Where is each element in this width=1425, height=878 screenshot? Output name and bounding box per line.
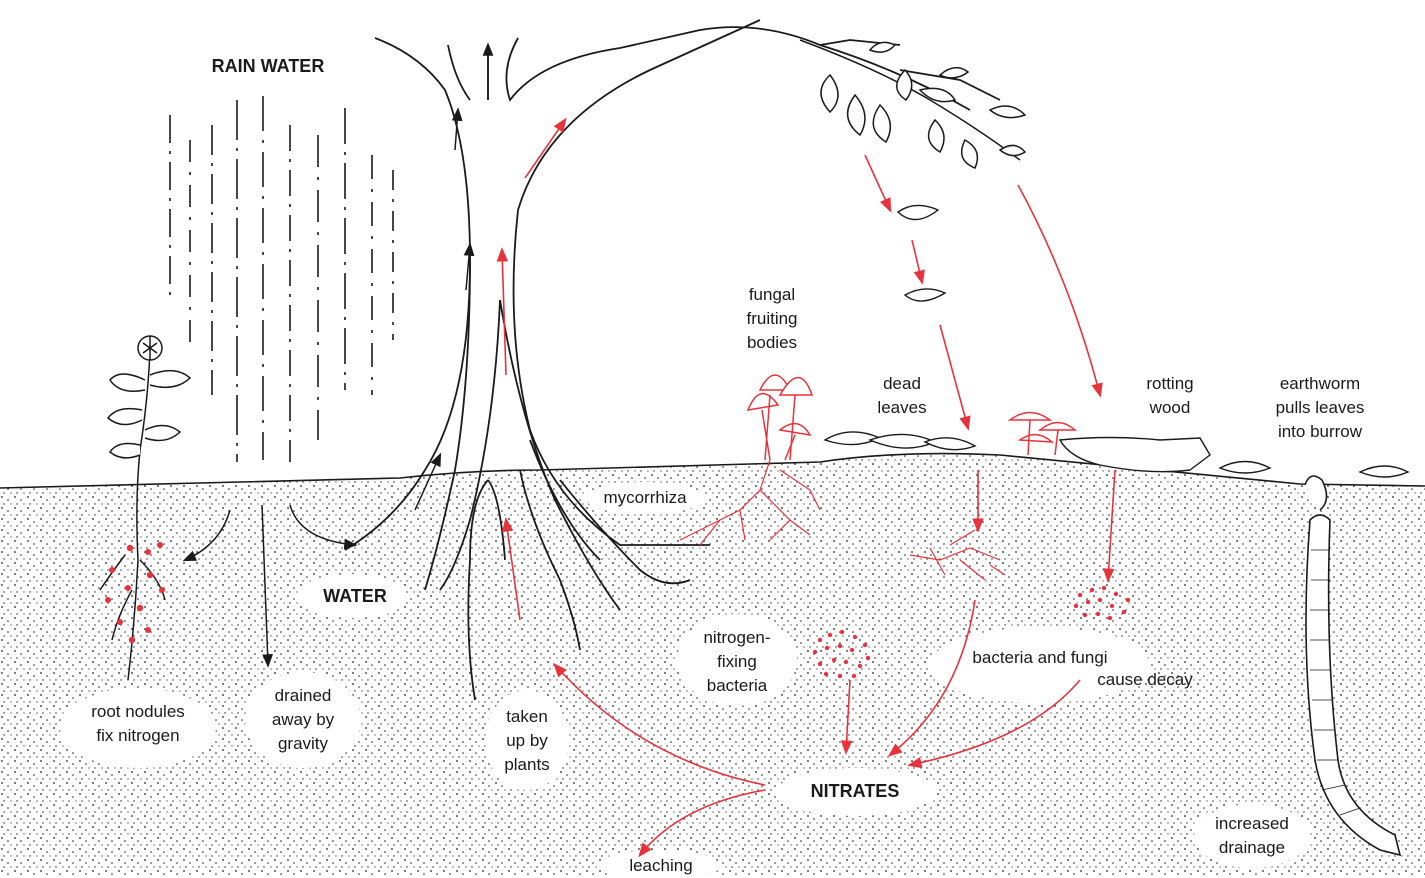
- label-water: WATER: [300, 584, 410, 608]
- label-cause-decay: cause decay: [1075, 668, 1215, 692]
- falling-leaves: [898, 205, 945, 301]
- label-nitrates: NITRATES: [785, 779, 925, 803]
- label-rain-water: RAIN WATER: [188, 54, 348, 78]
- label-nitrogen-fixing-bacteria: nitrogen- fixing bacteria: [687, 626, 787, 698]
- label-increased-drainage: increased drainage: [1194, 812, 1310, 860]
- label-mycorrhiza: mycorrhiza: [585, 486, 705, 510]
- label-taken-up: taken up by plants: [487, 705, 567, 777]
- label-rotting-wood: rotting wood: [1118, 372, 1222, 420]
- label-dead-leaves: dead leaves: [852, 372, 952, 420]
- label-earthworm: earthworm pulls leaves into burrow: [1250, 372, 1390, 444]
- branch-leaves: [800, 40, 1025, 168]
- arrow-leaf-fall-2: [912, 240, 922, 282]
- arrow-branch-uptake: [525, 120, 565, 178]
- label-bacteria-and-fungi: bacteria and fungi: [940, 646, 1140, 670]
- label-leaching: leaching: [606, 854, 716, 878]
- label-root-nodules: root nodules fix nitrogen: [68, 700, 208, 748]
- label-fungal-fruiting-bodies: fungal fruiting bodies: [722, 283, 822, 355]
- arrow-branch-to-wood: [1018, 185, 1100, 395]
- label-drained-away: drained away by gravity: [250, 684, 356, 756]
- rain-lines: [170, 96, 393, 462]
- arrow-leaf-fall-1: [865, 155, 890, 210]
